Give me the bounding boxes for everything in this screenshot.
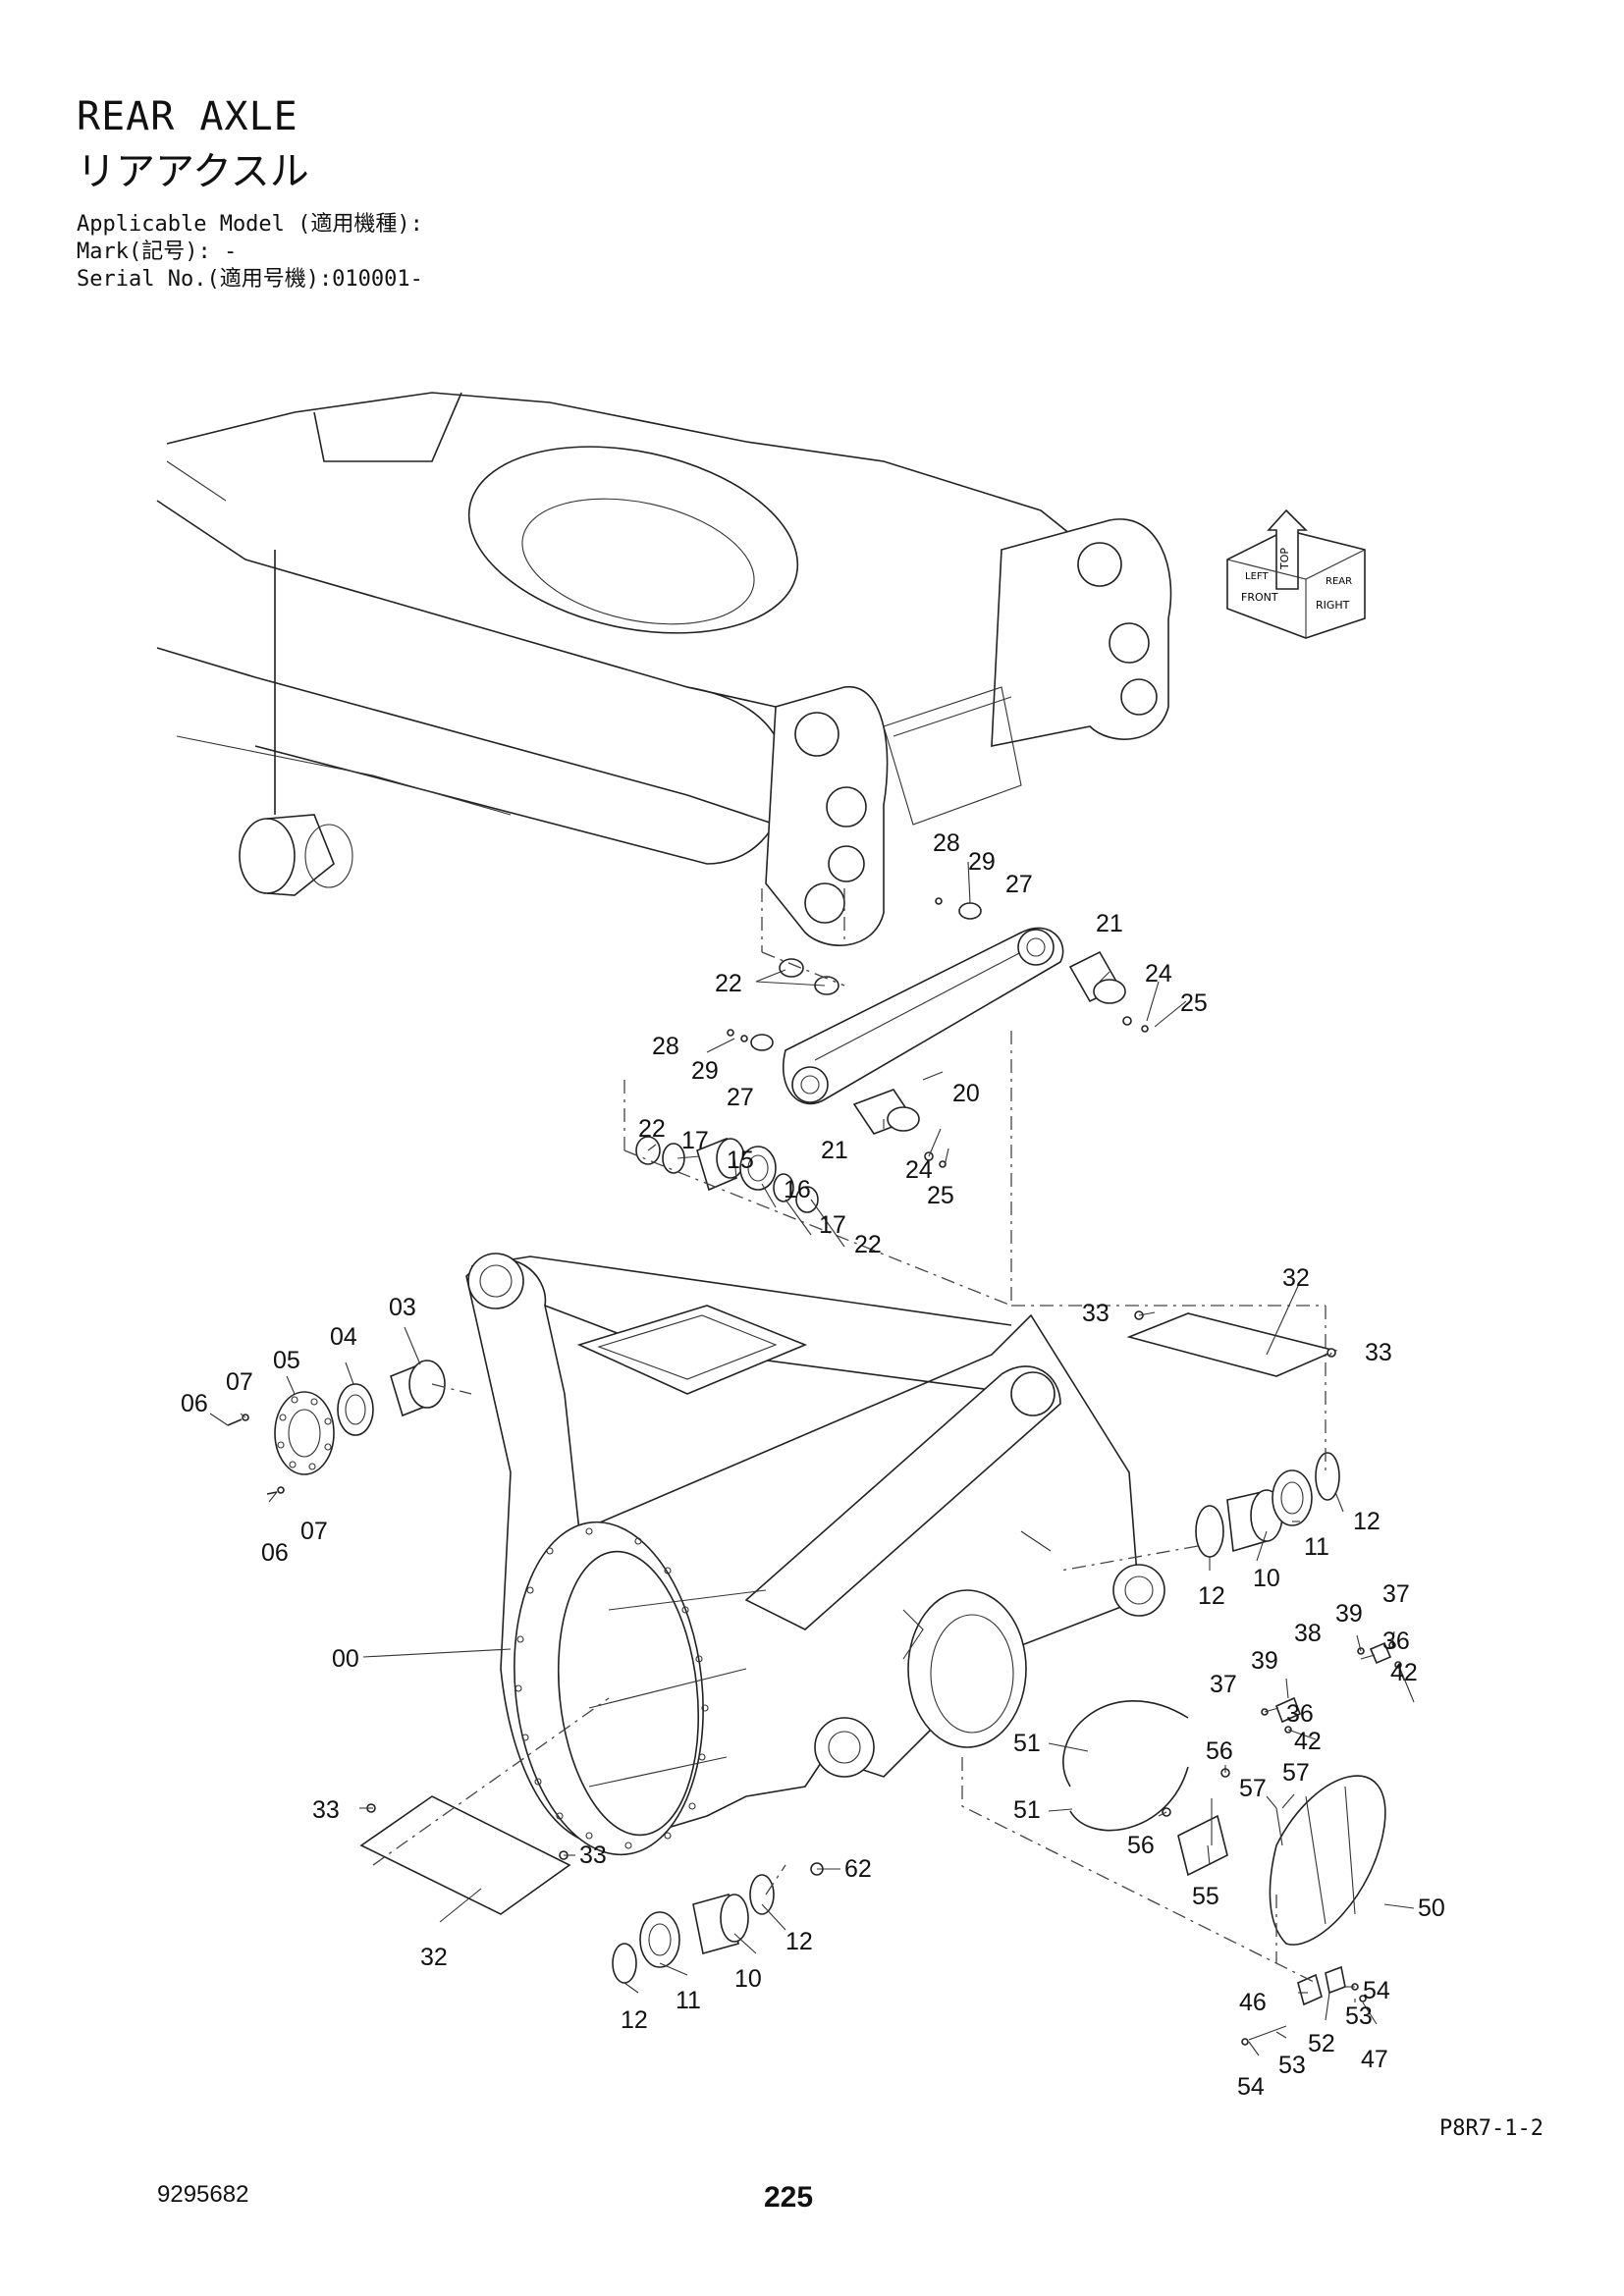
link-rod-drawing — [727, 897, 1149, 1168]
callout-54: 54 — [1237, 2073, 1265, 2101]
callout-27: 27 — [727, 1084, 754, 1111]
callout-07: 07 — [226, 1368, 253, 1396]
callout-33: 33 — [1082, 1300, 1110, 1327]
callout-21: 21 — [1096, 910, 1123, 937]
callout-10: 10 — [1253, 1565, 1280, 1592]
page-reference: P8R7-1-2 — [1439, 2116, 1543, 2141]
callout-38: 38 — [1294, 1620, 1322, 1647]
orientation-label-right: RIGHT — [1316, 599, 1350, 612]
callout-33: 33 — [1365, 1339, 1392, 1366]
callout-39: 39 — [1251, 1647, 1278, 1675]
small-brackets-drawing — [1261, 1641, 1402, 1734]
callout-47: 47 — [1361, 2046, 1388, 2073]
callout-27: 27 — [1005, 871, 1033, 898]
callout-53: 53 — [1278, 2052, 1306, 2079]
callout-62: 62 — [844, 1855, 872, 1883]
serial-number-label: Serial No.(適用号機):010001- — [77, 267, 423, 292]
callout-17: 17 — [819, 1211, 846, 1239]
callout-21: 21 — [821, 1137, 848, 1164]
orientation-label-top: TOP — [1278, 548, 1291, 570]
callout-22: 22 — [715, 970, 742, 997]
assembly-guide-lines — [372, 888, 1326, 1984]
callout-42: 42 — [1390, 1659, 1418, 1686]
callout-55: 55 — [1192, 1883, 1219, 1910]
callout-leader-lines — [209, 861, 1415, 2056]
callout-57: 57 — [1239, 1775, 1267, 1802]
callout-12: 12 — [1198, 1582, 1225, 1610]
callout-37: 37 — [1210, 1671, 1237, 1698]
callout-16: 16 — [784, 1176, 811, 1203]
callout-12: 12 — [785, 1928, 813, 1955]
callout-51: 51 — [1013, 1730, 1041, 1757]
callout-32: 32 — [1282, 1264, 1310, 1292]
callout-39: 39 — [1335, 1600, 1363, 1628]
orientation-label-rear: REAR — [1326, 576, 1352, 587]
upper-frame-drawing — [156, 392, 1172, 946]
callout-22: 22 — [638, 1115, 666, 1143]
orientation-arrow-icon: FRONT RIGHT TOP LEFT REAR — [1226, 508, 1366, 639]
callout-22: 22 — [854, 1231, 882, 1258]
orientation-label-front: FRONT — [1241, 591, 1278, 604]
callout-28: 28 — [652, 1033, 679, 1060]
page-title-japanese: リアアクスル — [77, 149, 309, 194]
callout-51: 51 — [1013, 1796, 1041, 1824]
callout-15: 15 — [727, 1147, 754, 1174]
callout-12: 12 — [1353, 1508, 1380, 1535]
bottom-bearing-parts-drawing — [612, 1874, 775, 1984]
callout-36: 36 — [1382, 1628, 1410, 1655]
callout-20: 20 — [952, 1080, 980, 1107]
callout-52: 52 — [1308, 2030, 1335, 2057]
callout-06: 06 — [261, 1539, 289, 1567]
callout-37: 37 — [1382, 1580, 1410, 1608]
callout-53: 53 — [1345, 2002, 1373, 2030]
callout-42: 42 — [1294, 1728, 1322, 1755]
callout-24: 24 — [1145, 960, 1172, 988]
callout-36: 36 — [1286, 1700, 1314, 1728]
callout-00: 00 — [332, 1645, 359, 1673]
callout-04: 04 — [330, 1323, 357, 1351]
callout-17: 17 — [681, 1127, 709, 1154]
callout-25: 25 — [927, 1182, 954, 1209]
snap-rings-and-cover-drawing — [1062, 1700, 1386, 1946]
callout-24: 24 — [905, 1156, 933, 1184]
callout-46: 46 — [1239, 1989, 1267, 2016]
callout-25: 25 — [1180, 989, 1208, 1017]
callout-33: 33 — [579, 1842, 607, 1869]
drawing-number: 9295682 — [157, 2181, 249, 2208]
callout-11: 11 — [676, 1987, 701, 2014]
callout-12: 12 — [621, 2006, 648, 2034]
callout-28: 28 — [933, 829, 960, 857]
callout-11: 11 — [1304, 1533, 1329, 1561]
callout-labels: 28 29 27 21 24 25 22 28 29 27 20 21 24 2… — [181, 829, 1445, 2101]
callout-32: 32 — [420, 1944, 448, 1971]
callout-10: 10 — [734, 1965, 762, 1993]
callout-33: 33 — [312, 1796, 340, 1824]
callout-06: 06 — [181, 1390, 208, 1417]
callout-29: 29 — [968, 848, 996, 876]
callout-54: 54 — [1363, 1977, 1390, 2004]
page-number: 225 — [764, 2181, 814, 2214]
callout-29: 29 — [691, 1057, 719, 1085]
orientation-label-left: LEFT — [1245, 571, 1269, 582]
callout-05: 05 — [273, 1347, 300, 1374]
callout-03: 03 — [389, 1294, 416, 1321]
callout-56: 56 — [1206, 1737, 1233, 1765]
mark-label: Mark(記号): - — [77, 240, 238, 264]
right-bearing-parts-drawing — [1195, 1452, 1340, 1558]
page-title-english: REAR AXLE — [77, 94, 298, 139]
callout-56: 56 — [1127, 1832, 1155, 1859]
axle-housing-drawing — [465, 1253, 1165, 1856]
callout-50: 50 — [1418, 1895, 1445, 1922]
bearing-stack-drawing — [635, 1136, 819, 1213]
applicable-model-label: Applicable Model (適用機種): — [77, 212, 423, 237]
callout-07: 07 — [300, 1518, 328, 1545]
left-bearing-parts-drawing — [227, 1360, 446, 1495]
callout-57: 57 — [1282, 1759, 1310, 1787]
